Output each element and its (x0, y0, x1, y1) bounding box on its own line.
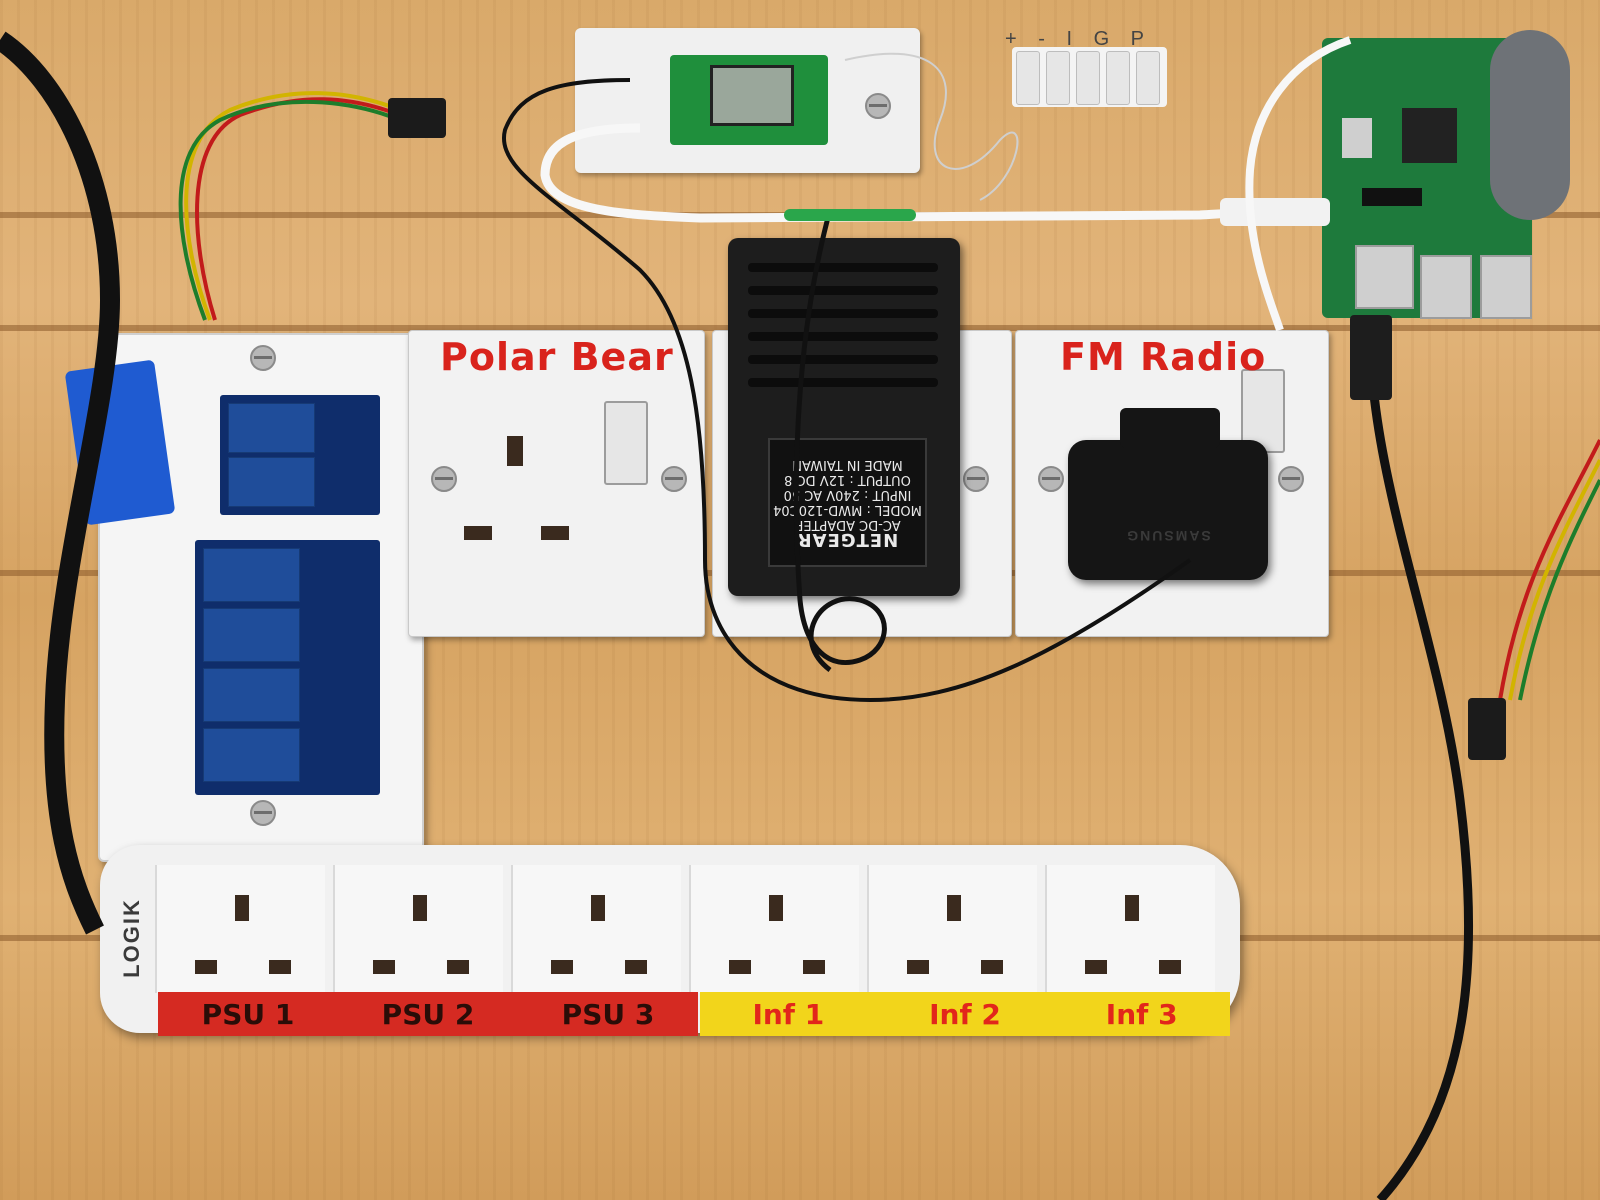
outlet-label: Inf 1 (752, 997, 825, 1031)
label-band-inf: Inf 1 Inf 2 Inf 3 (700, 992, 1230, 1036)
lcd-voltage-module (670, 55, 828, 145)
relay-board-4ch (195, 540, 380, 795)
terminal-block (1012, 47, 1167, 107)
screw-icon (1038, 466, 1064, 492)
pi-usb-port (1355, 245, 1414, 309)
screw-icon (1278, 466, 1304, 492)
relay-board-2ch (220, 395, 380, 515)
label-fm-radio: FM Radio (1060, 335, 1267, 379)
grey-putty-blob (1490, 30, 1570, 220)
samsung-charger: SAMSUNG (1068, 440, 1268, 580)
screw-icon (865, 93, 891, 119)
label-band-psu: PSU 1 PSU 2 PSU 3 (158, 992, 698, 1036)
screw-icon (250, 345, 276, 371)
screw-icon (431, 466, 457, 492)
outlet-label: PSU 3 (561, 997, 655, 1031)
screw-icon (661, 466, 687, 492)
pi-usb-port (1480, 255, 1532, 319)
power-strip (100, 845, 1240, 1033)
netgear-power-adapter: NETGEAR AC-DC ADAPTER MODEL : MWD-120C04… (728, 238, 960, 596)
charger-plug-head (1120, 408, 1220, 448)
adapter-label: NETGEAR AC-DC ADAPTER MODEL : MWD-120C04… (768, 438, 927, 567)
socket-switch[interactable] (604, 401, 648, 485)
label-polar-bear: Polar Bear (440, 335, 674, 379)
outlet-label: Inf 2 (929, 997, 1001, 1031)
outlet-label: PSU 1 (201, 997, 295, 1031)
socket-switch[interactable] (1241, 369, 1285, 453)
screw-icon (963, 466, 989, 492)
outlet-label: Inf 3 (1105, 997, 1178, 1031)
strip-logo: LOGIK (118, 898, 144, 978)
lcd-display (710, 65, 794, 126)
pi-usb-port (1420, 255, 1472, 319)
outlet-label: PSU 2 (381, 997, 475, 1031)
screw-icon (250, 800, 276, 826)
terminal-labels: + - I G P (1005, 28, 1153, 50)
